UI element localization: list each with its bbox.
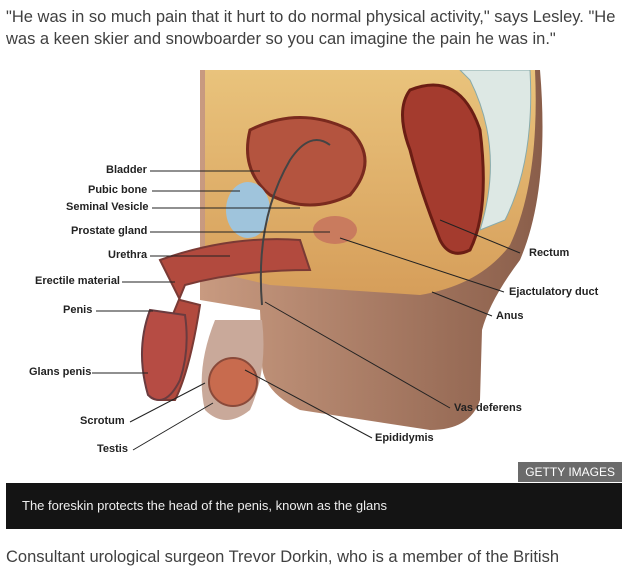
label-pubic-bone: Pubic bone — [88, 184, 148, 196]
label-erectile-material: Erectile material — [35, 275, 120, 287]
caption-text: The foreskin protects the head of the pe… — [22, 498, 387, 513]
label-ejactulatory-duct: Ejactulatory duct — [509, 286, 599, 298]
article-paragraph: Consultant urological surgeon Trevor Dor… — [6, 548, 559, 566]
label-vas-deferens: Vas deferens — [454, 402, 522, 414]
image-caption: The foreskin protects the head of the pe… — [6, 483, 622, 529]
label-bladder: Bladder — [106, 164, 147, 176]
anatomy-illustration — [92, 70, 543, 451]
anatomy-figure: Bladder Pubic bone Seminal Vesicle Prost… — [0, 70, 626, 530]
label-urethra: Urethra — [108, 249, 148, 261]
image-credit: GETTY IMAGES — [518, 462, 622, 482]
label-penis: Penis — [63, 304, 93, 316]
label-testis: Testis — [97, 443, 128, 455]
label-scrotum: Scrotum — [80, 415, 125, 427]
label-glans-penis: Glans penis — [29, 366, 92, 378]
label-seminal-vesicle: Seminal Vesicle — [66, 201, 149, 213]
label-epididymis: Epididymis — [375, 432, 434, 444]
article-paragraph: "He was in so much pain that it hurt to … — [6, 8, 616, 48]
label-prostate-gland: Prostate gland — [71, 225, 148, 237]
label-rectum: Rectum — [529, 247, 570, 259]
label-anus: Anus — [496, 310, 524, 322]
